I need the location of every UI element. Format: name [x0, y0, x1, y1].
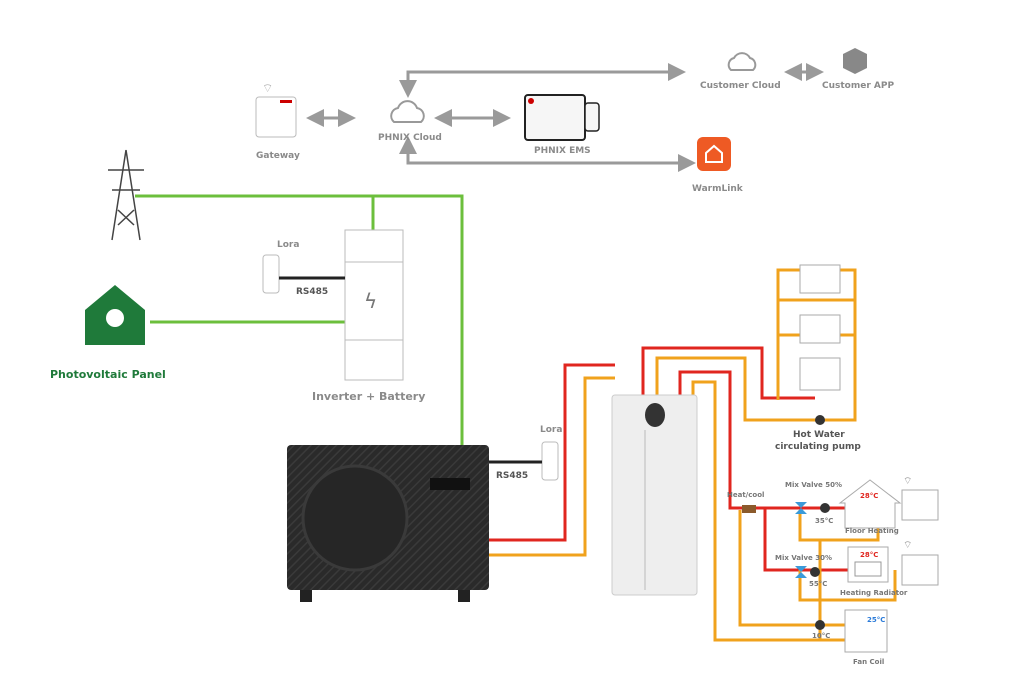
- thermostat-controllers: ⌔ ⌔: [901, 476, 939, 586]
- house-icon: [705, 144, 723, 163]
- room-temp: 28°C: [860, 492, 878, 500]
- heat-cool-label: Heat/cool: [727, 491, 764, 499]
- fan-coil-label: Fan Coil: [853, 658, 884, 666]
- phnix-cloud: PHNIX Cloud: [378, 100, 442, 143]
- wifi-icon: ⌔: [903, 540, 912, 551]
- floor-heating: 28°C Floor Heating: [838, 479, 902, 535]
- power-lines: [135, 194, 464, 445]
- tee-fitting-icon: [742, 505, 756, 513]
- box-icon: [843, 48, 867, 74]
- lora-module-2: Lora RS485: [489, 425, 562, 481]
- wifi-icon: ⌔: [262, 81, 273, 95]
- lightning-icon: ϟ: [364, 289, 377, 313]
- power-pylon-icon: [108, 149, 144, 241]
- phnix-ems-label: PHNIX EMS: [534, 146, 591, 156]
- hot-water-label-2: circulating pump: [775, 442, 861, 452]
- customer-cloud-label: Customer Cloud: [700, 81, 781, 91]
- mix-valve-1-label: Mix Valve 50%: [785, 481, 842, 489]
- hot-water-label: Hot Water: [793, 430, 845, 440]
- mix-valve-icon: [795, 566, 807, 578]
- customer-app-label: Customer APP: [822, 81, 894, 91]
- lora-module-1: Lora RS485: [262, 240, 345, 297]
- communication-links: [306, 63, 824, 172]
- fan-coil: 25°C Fan Coil: [844, 609, 888, 666]
- indoor-tank-unit: [611, 394, 698, 596]
- warmlink-label: WarmLink: [692, 184, 744, 194]
- room-temp: 25°C: [867, 616, 885, 624]
- pv-panel-label: Photovoltaic Panel: [50, 368, 166, 381]
- wifi-icon: ⌔: [903, 476, 912, 487]
- heat-pump-outdoor-unit: [287, 445, 489, 602]
- return-pipes: [489, 268, 897, 642]
- customer-app: Customer APP: [822, 48, 894, 91]
- pump-icon: [815, 415, 825, 425]
- pump-icon: [815, 620, 825, 630]
- mix-valve-icon: [795, 502, 807, 514]
- hot-water-fixtures: [799, 264, 841, 391]
- gateway-device: ⌔ Gateway: [255, 81, 300, 161]
- pump-icon: [820, 503, 830, 513]
- warmlink-app: WarmLink: [692, 137, 744, 194]
- inverter-battery-label: Inverter + Battery: [312, 390, 425, 403]
- rs485-label: RS485: [496, 471, 528, 481]
- customer-cloud: Customer Cloud: [700, 52, 781, 91]
- lora-label: Lora: [540, 425, 562, 435]
- temp-floor: 35°C: [815, 517, 833, 525]
- mix-valve-2-label: Mix Valve 30%: [775, 554, 832, 562]
- lora-label: Lora: [277, 240, 299, 250]
- rs485-label: RS485: [296, 287, 328, 297]
- phnix-cloud-label: PHNIX Cloud: [378, 133, 442, 143]
- cloud-icon: [390, 100, 425, 123]
- heating-radiator-label: Heating Radiator: [840, 589, 908, 597]
- phnix-ems: PHNIX EMS: [524, 94, 600, 156]
- heating-radiator: 28°C Heating Radiator: [840, 546, 908, 597]
- inverter-battery: ϟ Inverter + Battery: [312, 229, 425, 403]
- floor-heating-label: Floor Heating: [845, 527, 899, 535]
- hot-pipes: [489, 346, 852, 572]
- pump-icon: [810, 567, 820, 577]
- temp-fancoil: 10°C: [812, 632, 830, 640]
- photovoltaic-panel: Photovoltaic Panel: [50, 285, 166, 381]
- temp-radiator: 55°C: [809, 580, 827, 588]
- room-temp: 28°C: [860, 551, 878, 559]
- cloud-icon: [727, 52, 757, 71]
- gateway-label: Gateway: [256, 151, 300, 161]
